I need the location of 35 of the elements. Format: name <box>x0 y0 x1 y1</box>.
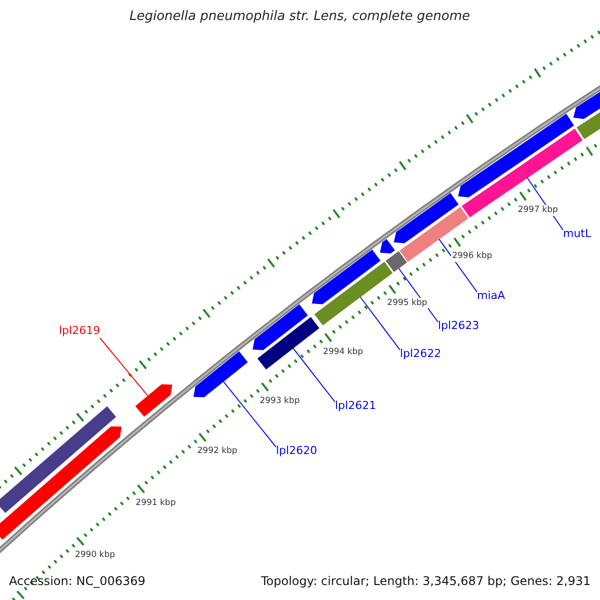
gene-label: miaA <box>477 289 506 303</box>
gene-label: lpl2623 <box>438 319 480 333</box>
gene-feature <box>252 304 308 350</box>
gene-feature <box>257 317 320 370</box>
gene-feature <box>462 128 582 218</box>
scale-label: 2990 kbp <box>74 550 116 562</box>
genome-stats-label: Topology: circular; Length: 3,345,687 bp; Genes: 2,931 <box>261 574 591 588</box>
scale-label: 2994 kbp <box>322 346 364 358</box>
gene-label: lpl2620 <box>276 444 318 458</box>
leader-line <box>360 296 400 350</box>
gene-feature <box>394 193 459 244</box>
gene-label: lpl2622 <box>400 347 442 361</box>
leader-line <box>100 338 148 396</box>
gene-feature <box>380 239 395 254</box>
scale-label: 2997 kbp <box>516 205 559 216</box>
scale-label: 2991 kbp <box>134 498 177 509</box>
scale-label: 2995 kbp <box>386 298 428 310</box>
leader-line <box>223 381 276 448</box>
gene-feature <box>194 351 248 398</box>
gene-feature <box>458 114 574 198</box>
gene-label: lpl2619 <box>59 324 100 338</box>
scale-label: 2992 kbp <box>196 446 238 458</box>
leader-line <box>292 348 336 402</box>
gene-feature <box>135 384 172 417</box>
leader-line <box>438 238 478 292</box>
diagram-title: Legionella pneumophila str. Lens, complete genome <box>130 10 470 24</box>
gene-feature <box>0 426 122 540</box>
scale-label: 2996 kbp <box>451 251 494 262</box>
gene-feature <box>0 406 116 513</box>
gene-feature <box>312 250 380 304</box>
gene-feature <box>386 251 407 272</box>
accession-label: Accession: NC_006369 <box>9 574 146 588</box>
gene-label: mutL <box>563 227 592 241</box>
gene-label: lpl2621 <box>335 399 376 413</box>
scale-label: 2993 kbp <box>258 396 301 407</box>
